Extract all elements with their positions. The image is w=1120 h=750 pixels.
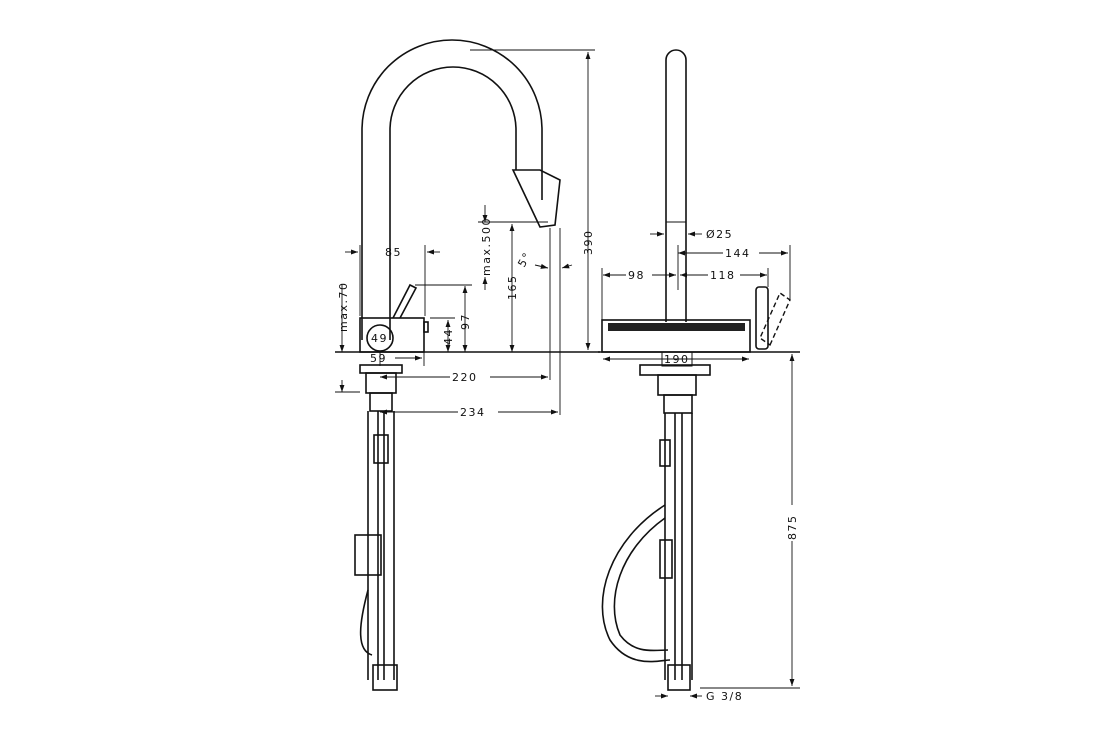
dim-97: 97 [459,313,472,330]
dim-49: 49 [371,332,388,345]
dim-144: 144 [725,247,751,260]
dim-98: 98 [628,269,645,282]
mounting-shank [354,364,403,691]
dim-875: 875 [786,515,799,541]
spout [361,39,561,340]
dim-44: 44 [442,328,455,345]
dim-390: 390 [582,230,595,256]
front-view [598,49,800,691]
dim-165: 165 [506,275,519,301]
dim-118: 118 [710,269,736,282]
dim-diameter-25: Ø25 [706,228,733,241]
dim-max-70: max.70 [337,282,350,332]
dim-220: 220 [452,371,478,384]
lever-swing-outline [759,291,791,347]
dim-85: 85 [385,246,402,259]
front-dimensions: Ø25 144 98 118 190 875 G 3/8 [601,228,800,703]
dim-59: 59 [370,352,387,365]
side-view [335,39,600,691]
dim-angle: 5° [515,250,534,270]
dim-max-500: max.500 [480,217,493,276]
dim-g-3-8: G 3/8 [706,690,743,703]
dim-234: 234 [460,406,486,419]
lever [755,286,769,350]
side-dimensions: 85 max.70 49 59 44 97 max.500 165 5° 390 [335,49,595,419]
dim-190: 190 [664,353,690,366]
